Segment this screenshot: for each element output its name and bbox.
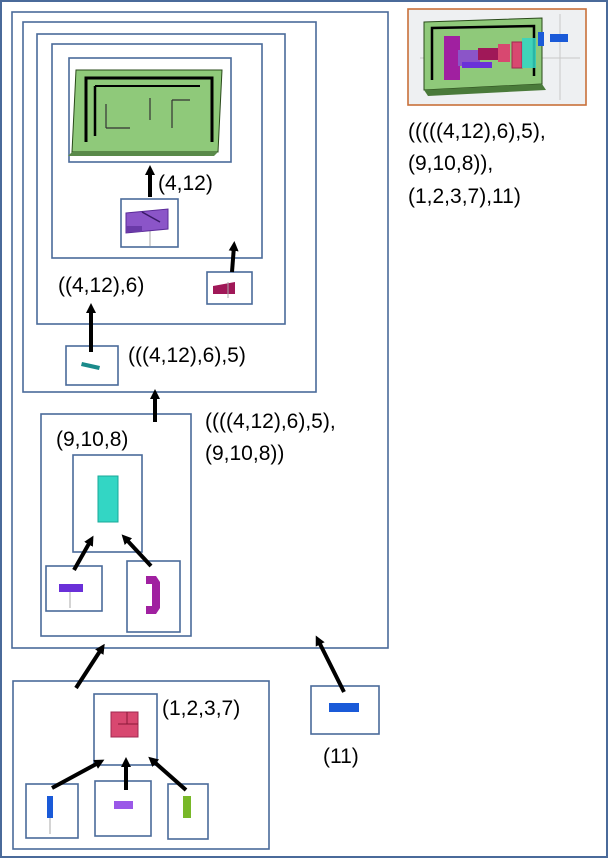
- cyan-block-part: [97, 475, 119, 523]
- box-part-2: [25, 783, 79, 839]
- crimson-wedge-part: [213, 282, 235, 298]
- blue-bar-part: [329, 703, 359, 712]
- arrow-8-to-9: [121, 534, 153, 568]
- box-part-8: [126, 560, 181, 633]
- arrow-10-to-9: [72, 535, 94, 571]
- lime-stick-part: [183, 796, 191, 818]
- label-4-12-6-5: (((4,12),6),5): [128, 344, 246, 367]
- label-big-line-1: ((((4,12),6),5),: [205, 410, 336, 433]
- box-9-10-8-group: [40, 413, 192, 637]
- label-final-line-2: (9,10,8)),: [408, 152, 493, 175]
- label-final-line-3: (1,2,3,7),11): [408, 185, 521, 208]
- label-11: (11): [323, 745, 359, 768]
- teal-bar-part: [81, 362, 100, 370]
- final-assembly-preview: [407, 8, 587, 106]
- lavender-bar-part: [114, 801, 133, 809]
- arrow-1-2-3-7-up: [74, 643, 105, 690]
- arrow-6-up: [228, 241, 239, 273]
- label-final-line-1: (((((4,12),6),5),: [408, 120, 546, 143]
- box-part-7: [167, 783, 209, 840]
- box-part-6: [206, 271, 253, 305]
- violet-bar-part: [59, 584, 83, 608]
- green-plate-part: [68, 69, 223, 156]
- box-part-9: [72, 454, 143, 553]
- label-big-line-2: (9,10,8)): [205, 442, 284, 465]
- box-level-4: [11, 11, 389, 649]
- box-level-1: [51, 43, 263, 259]
- box-level-3: [22, 21, 317, 393]
- arrow-11-up: [315, 635, 346, 693]
- label-4-12-6: ((4,12),6): [58, 274, 144, 297]
- box-part-11: [310, 685, 380, 735]
- pink-block-part: [110, 711, 139, 738]
- box-part-4: [120, 198, 179, 248]
- box-1-2-3-7-group: [12, 680, 270, 850]
- arrow-2-to-1: [51, 759, 105, 790]
- blue-stick-part: [47, 796, 53, 834]
- label-9-10-8: (9,10,8): [56, 428, 128, 451]
- box-part-3: [94, 780, 152, 837]
- purple-block-part: [125, 208, 169, 246]
- magenta-hook-part: [146, 576, 160, 614]
- label-1-2-3-7: (1,2,3,7): [162, 697, 240, 720]
- arrow-7-to-1: [148, 756, 188, 792]
- box-4-12-result: [68, 57, 232, 163]
- box-level-2: [36, 33, 286, 325]
- label-4-12: (4,12): [158, 172, 213, 195]
